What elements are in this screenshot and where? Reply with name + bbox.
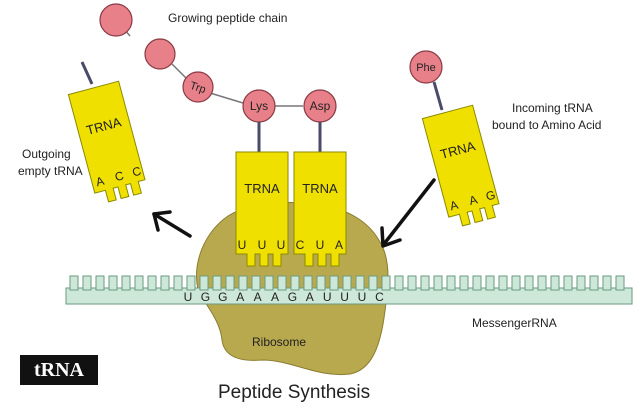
mrna-tooth (498, 275, 508, 291)
amino-acid-trp (182, 71, 214, 103)
mrna-tooth (329, 275, 339, 291)
mrna-tooth (602, 275, 612, 291)
trna-outgoing-anticodon-1: A (94, 174, 105, 190)
trna-p-anticodon-3: U (277, 238, 286, 252)
mrna-base: U (184, 290, 193, 304)
trna-incoming: TRNA A A G (421, 104, 500, 227)
mrna-tooth (212, 275, 222, 291)
mrna-tooth (108, 275, 118, 291)
mrna-tooth (342, 275, 352, 291)
mrna-tooth (264, 275, 274, 291)
arrow-outgoing (152, 210, 192, 238)
trna-outgoing: TRNA A C C (67, 80, 146, 203)
amino-acid-phe-label: Phe (416, 62, 436, 74)
mrna-tooth (316, 275, 326, 291)
mrna-tooth (485, 275, 495, 291)
mrna-tooth (95, 275, 105, 291)
mrna-base: U (358, 290, 367, 304)
mrna-tooth (303, 275, 313, 291)
mrna-tooth (446, 275, 456, 291)
mrna-tooth (472, 275, 482, 291)
mrna-tooth (511, 275, 521, 291)
trna-incoming-anticodon-2: A (468, 192, 479, 208)
incoming-label-line2: bound to Amino Acid (492, 118, 601, 132)
growing-chain-label: Growing peptide chain (168, 11, 287, 25)
mrna-tooth (420, 275, 430, 291)
mrna-tooth (615, 275, 625, 291)
trna-p-anticodon-2: U (258, 238, 267, 252)
outgoing-label-line1: Outgoing (22, 147, 71, 161)
mrna-tooth (173, 275, 183, 291)
mrna-tooth (134, 275, 144, 291)
trna-stems (80, 61, 444, 152)
mrna-base: C (375, 290, 384, 304)
trna-a-site-label: TRNA (302, 181, 338, 196)
mrna-tooth (433, 275, 443, 291)
mrna-base: U (323, 290, 332, 304)
mrna-tooth (407, 275, 417, 291)
mrna-tooth (225, 275, 235, 291)
mrna-tooth (290, 275, 300, 291)
mrna-tooth (563, 275, 573, 291)
mrna-base: U (340, 290, 349, 304)
diagram-title: Peptide Synthesis (218, 382, 370, 403)
incoming-label-line1: Incoming tRNA (512, 101, 593, 115)
mrna-tooth (524, 275, 534, 291)
mrna-tooth (537, 275, 547, 291)
mrna-tooth (459, 275, 469, 291)
mrna-tooth (199, 275, 209, 291)
mrna-base: G (288, 290, 297, 304)
mrna-tooth (550, 275, 560, 291)
mrna-base: A (254, 290, 262, 304)
mrna-teeth (69, 275, 625, 291)
mrna-tooth (576, 275, 586, 291)
amino-acid-bead-2 (144, 38, 176, 70)
arrow-incoming (380, 178, 436, 248)
trna-a-anticodon-1: C (296, 238, 305, 252)
trna-p-site: TRNA U U U (235, 151, 289, 267)
trna-p-anticodon-1: U (238, 238, 247, 252)
mrna-tooth (238, 275, 248, 291)
mrna-tooth (368, 275, 378, 291)
amino-acid-lys-label: Lys (250, 99, 268, 113)
mrna-tooth (394, 275, 404, 291)
outgoing-label-line2: empty tRNA (18, 164, 83, 178)
mrna-tooth (355, 275, 365, 291)
amino-acid-trp-label: Trp (188, 80, 207, 96)
trna-incoming-anticodon-1: A (448, 198, 459, 214)
mrna-tooth (121, 275, 131, 291)
ribosome-label: Ribosome (252, 335, 306, 349)
mrna-tooth (147, 275, 157, 291)
mrna-base: G (201, 290, 210, 304)
amino-acid-phe (409, 50, 443, 84)
trna-p-site-label: TRNA (244, 181, 280, 196)
mrna-base: A (306, 290, 314, 304)
mrna-tooth (277, 275, 287, 291)
trna-a-anticodon-2: U (316, 238, 325, 252)
mrna-label: MessengerRNA (472, 316, 557, 330)
mrna-strand (65, 275, 633, 305)
mrna-base: A (236, 290, 244, 304)
amino-acid-bead-1 (99, 3, 133, 37)
trna-a-site: TRNA C U A (293, 151, 347, 267)
mrna-base: A (271, 290, 279, 304)
trna-incoming-anticodon-3: G (484, 188, 497, 204)
trna-badge: tRNA (20, 355, 98, 385)
mrna-tooth (69, 275, 79, 291)
trna-outgoing-anticodon-2: C (113, 168, 125, 184)
trna-outgoing-anticodon-3: C (131, 164, 143, 180)
mrna-tooth (160, 275, 170, 291)
mrna-base: G (218, 290, 227, 304)
trna-a-anticodon-3: A (335, 238, 343, 252)
mrna-tooth (589, 275, 599, 291)
amino-acid-asp-label: Asp (310, 99, 331, 113)
mrna-tooth (186, 275, 196, 291)
mrna-tooth (251, 275, 261, 291)
mrna-tooth (82, 275, 92, 291)
mrna-tooth (381, 275, 391, 291)
